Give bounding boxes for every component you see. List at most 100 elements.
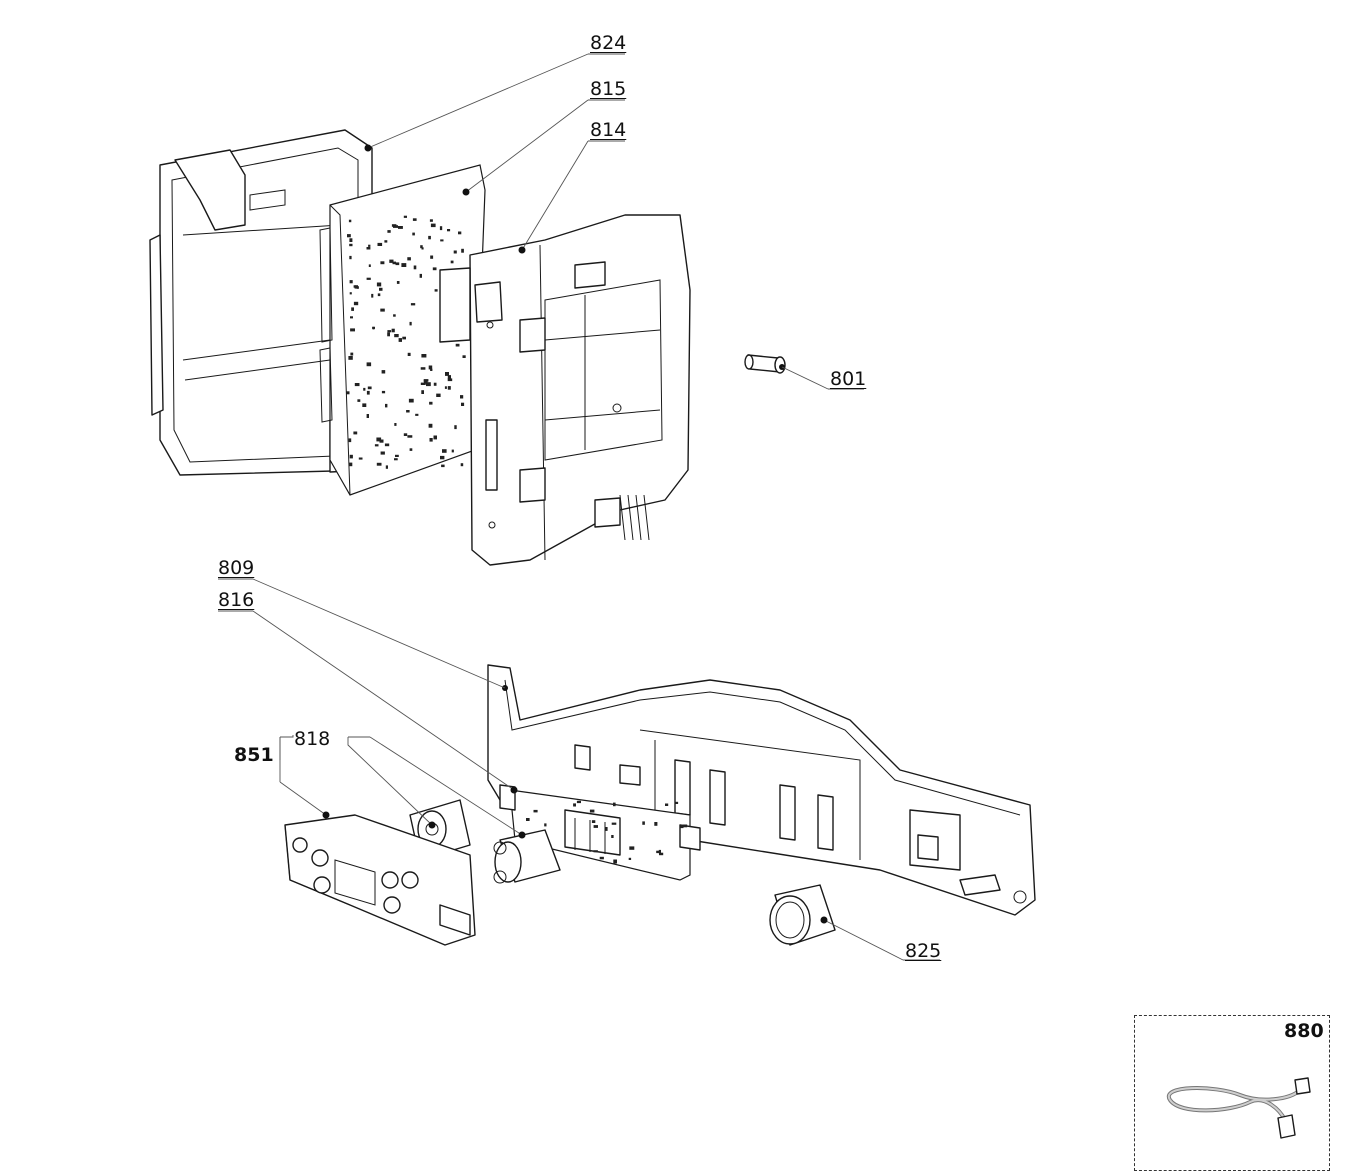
pcb-component bbox=[402, 336, 406, 340]
pcb-component bbox=[403, 433, 408, 436]
pcb-component bbox=[413, 265, 417, 270]
pcb-component bbox=[380, 308, 385, 312]
pcb-component bbox=[380, 261, 385, 265]
pcb-component bbox=[674, 801, 679, 804]
pcb-component bbox=[407, 257, 411, 261]
pcb-component bbox=[381, 390, 386, 394]
pcb-component bbox=[447, 375, 451, 379]
pcb-component bbox=[392, 261, 396, 265]
pcb-component bbox=[462, 355, 466, 358]
pcb-component bbox=[461, 402, 465, 406]
pcb-component bbox=[433, 435, 437, 440]
pcb-component bbox=[628, 857, 632, 860]
pcb-component bbox=[533, 809, 538, 813]
pcb-component bbox=[387, 332, 390, 337]
pcb-component bbox=[665, 803, 669, 806]
pcb-component bbox=[447, 378, 453, 382]
pcb-component bbox=[384, 443, 390, 447]
pcb-component bbox=[380, 451, 385, 455]
pcb-component bbox=[611, 835, 614, 838]
pcb-component bbox=[349, 238, 353, 242]
pcb-component bbox=[376, 462, 382, 466]
pcb-component bbox=[401, 263, 407, 267]
pcb-component bbox=[659, 852, 664, 856]
part-814-front-housing bbox=[439, 214, 691, 566]
callout-824: 824 bbox=[590, 32, 627, 54]
pcb-component bbox=[629, 846, 635, 850]
pcb-component bbox=[366, 362, 372, 367]
pcb-component bbox=[421, 354, 427, 358]
callout-815: 815 bbox=[590, 78, 627, 100]
pcb-component bbox=[354, 285, 358, 289]
pcb-component bbox=[453, 250, 457, 254]
pcb-component bbox=[389, 259, 394, 263]
pcb-component bbox=[394, 334, 399, 338]
pcb-component bbox=[440, 239, 444, 242]
pcb-component bbox=[680, 825, 684, 829]
pcb-component bbox=[363, 387, 366, 391]
pcb-component bbox=[461, 248, 464, 253]
pcb-component bbox=[429, 401, 433, 405]
pcb-component bbox=[358, 457, 363, 460]
pcb-component bbox=[350, 316, 353, 319]
pcb-component bbox=[439, 226, 443, 231]
pcb-component bbox=[428, 235, 431, 240]
pcb-component bbox=[368, 264, 371, 267]
pcb-component bbox=[377, 293, 381, 297]
callout-801: 801 bbox=[830, 368, 867, 390]
pcb-component bbox=[395, 262, 400, 266]
pcb-component bbox=[654, 822, 658, 826]
pcb-component bbox=[420, 382, 426, 385]
pcb-component bbox=[367, 386, 372, 390]
pcb-component bbox=[454, 425, 457, 430]
pcb-component bbox=[372, 326, 375, 329]
pcb-component bbox=[403, 215, 407, 218]
pcb-component bbox=[593, 825, 598, 828]
pcb-component bbox=[593, 850, 598, 853]
pcb-component bbox=[377, 242, 383, 246]
cable-inset-box bbox=[1134, 1015, 1330, 1171]
callout-880: 880 bbox=[1284, 1020, 1324, 1042]
pcb-component bbox=[426, 382, 431, 387]
part-880-cable bbox=[1166, 1077, 1311, 1139]
pcb-component bbox=[368, 244, 371, 247]
pcb-component bbox=[398, 338, 402, 342]
pcb-component bbox=[428, 423, 433, 428]
pcb-component bbox=[379, 287, 383, 291]
pcb-component bbox=[353, 301, 359, 306]
pcb-component bbox=[423, 379, 429, 382]
pcb-component bbox=[366, 277, 371, 280]
pcb-component bbox=[434, 289, 438, 292]
pcb-component bbox=[366, 247, 371, 250]
pcb-component bbox=[366, 414, 369, 418]
pcb-component bbox=[436, 393, 441, 397]
pcb-component bbox=[408, 398, 414, 403]
pcb-component bbox=[349, 255, 352, 260]
pcb-component bbox=[447, 386, 451, 390]
pcb-component bbox=[421, 390, 424, 394]
callout-814: 814 bbox=[590, 119, 627, 141]
pcb-component bbox=[371, 293, 374, 298]
pcb-component bbox=[412, 232, 415, 236]
pcb-component bbox=[642, 821, 645, 825]
pcb-component bbox=[440, 455, 445, 460]
pcb-component bbox=[444, 386, 447, 389]
pcb-component bbox=[450, 260, 454, 264]
leader-lines bbox=[218, 53, 940, 961]
pcb-component bbox=[406, 410, 410, 413]
pcb-component bbox=[357, 399, 361, 402]
part-816-display-board bbox=[499, 784, 701, 881]
pcb-component bbox=[407, 435, 413, 438]
part-809-control-fascia bbox=[487, 664, 1036, 916]
pcb-component bbox=[381, 370, 386, 374]
pcb-component bbox=[460, 395, 464, 399]
pcb-component bbox=[347, 234, 351, 238]
pcb-component bbox=[430, 223, 436, 228]
pcb-component bbox=[433, 382, 437, 386]
pcb-component bbox=[376, 437, 382, 442]
pcb-component bbox=[544, 823, 547, 827]
pcb-component bbox=[393, 314, 396, 317]
pcb-component bbox=[576, 800, 581, 804]
pcb-component bbox=[682, 824, 688, 828]
